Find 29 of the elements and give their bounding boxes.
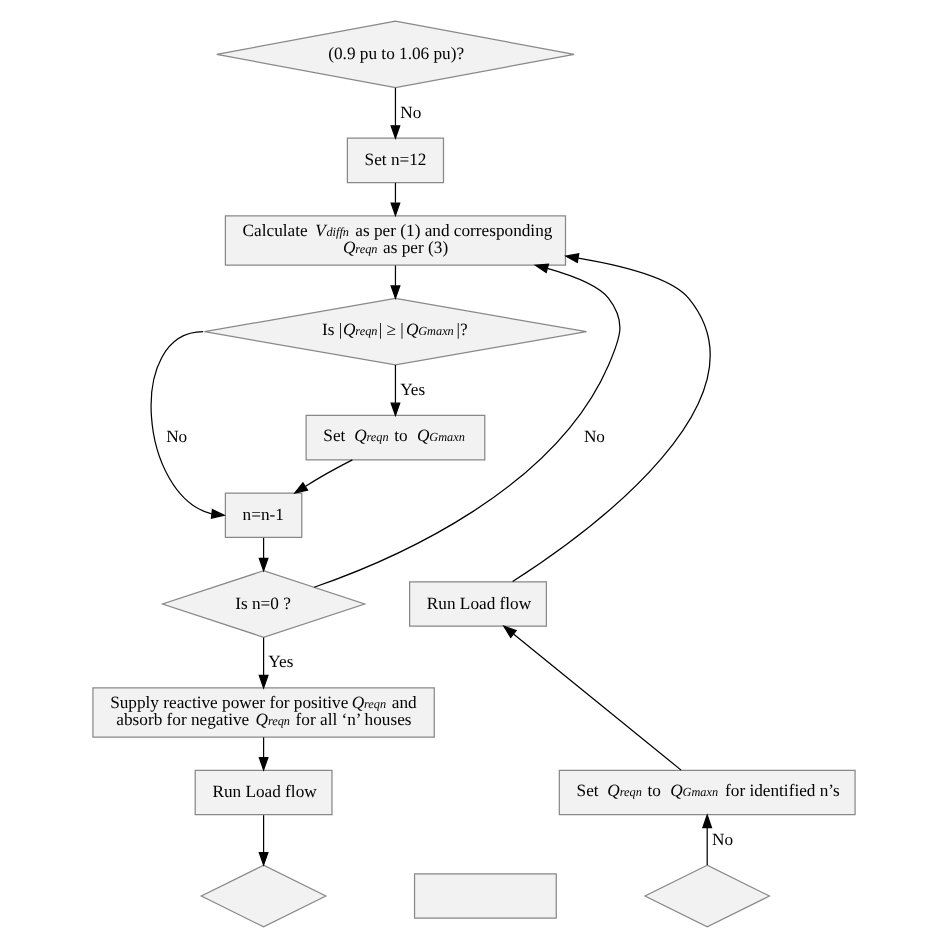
edge-label: No (400, 101, 422, 122)
arrow (258, 736, 269, 772)
arrow (258, 814, 269, 867)
arrow (702, 813, 713, 866)
node-box: Run Load flow (409, 581, 547, 627)
edge-label: No (712, 828, 734, 849)
node-diamond (643, 864, 771, 928)
arrow (150, 331, 226, 519)
node-diamond (200, 864, 328, 928)
edge-label: Yes (400, 378, 426, 399)
node-box: Run Load flow (194, 769, 333, 816)
arrow (390, 182, 401, 218)
arrow (258, 537, 269, 573)
arrow (293, 459, 353, 494)
edge-label: No (583, 426, 605, 447)
node-box: Set n=12 (346, 137, 445, 184)
edge-label: Yes (268, 651, 294, 672)
arrow (390, 364, 401, 418)
node-box (413, 873, 557, 919)
node-diamond: Is n=0 ? (160, 570, 367, 638)
node-diamond: (0.9 pu to 1.06 pu)? (216, 20, 575, 89)
arrow (390, 87, 401, 140)
arrow (390, 264, 401, 301)
arrow (502, 625, 682, 771)
arrow (512, 253, 711, 583)
arrow (258, 637, 269, 690)
arrow (313, 263, 621, 588)
edge-label: No (166, 426, 188, 447)
node-box: n=n-1 (224, 492, 303, 539)
